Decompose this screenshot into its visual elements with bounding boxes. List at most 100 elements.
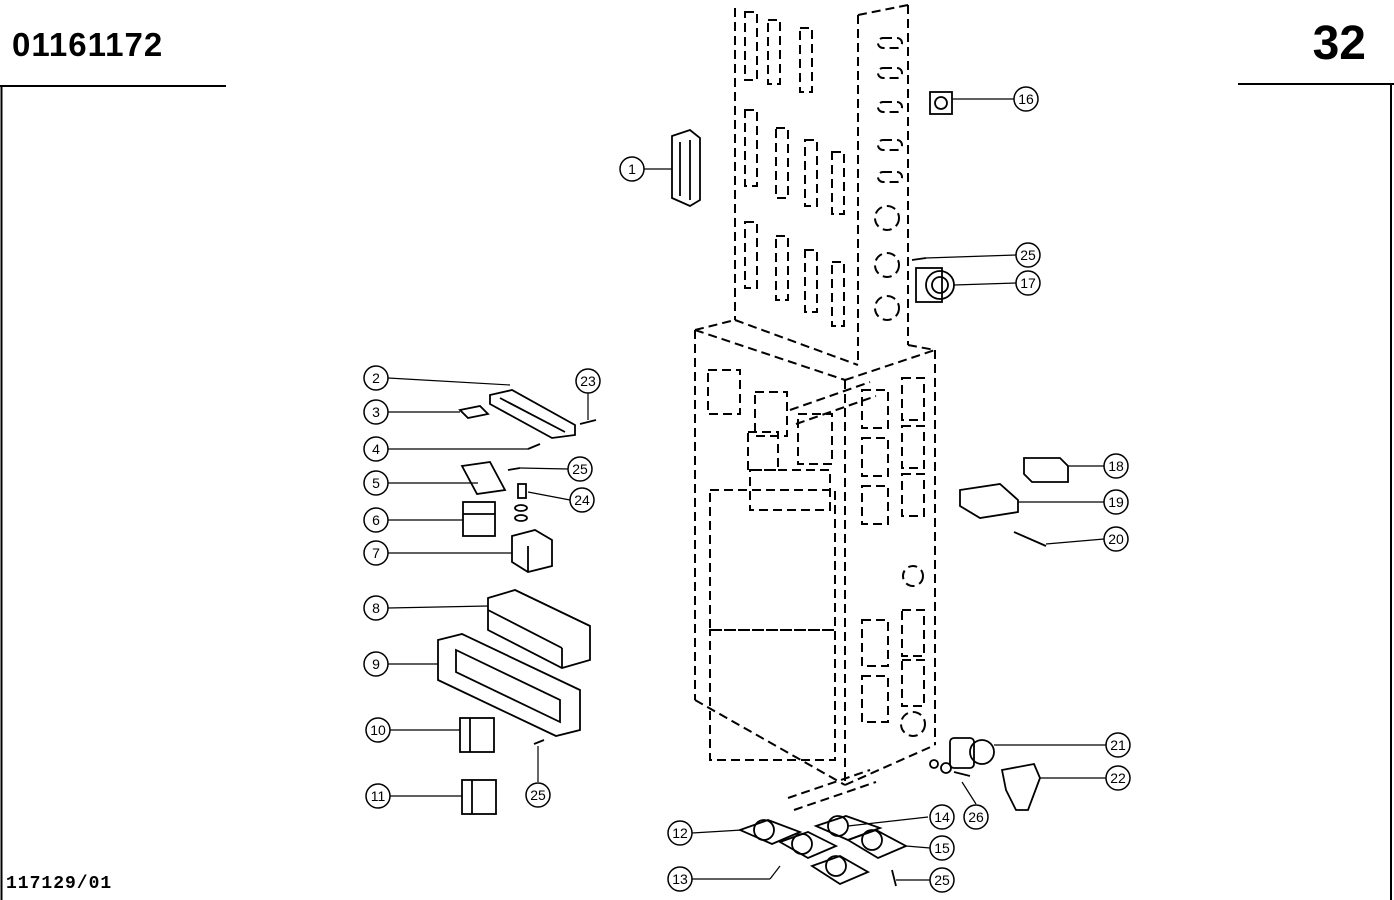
callout-circle (363, 470, 389, 496)
callout-c25b: 25 (525, 782, 551, 808)
callout-c12: 12 (667, 820, 693, 846)
callout-c24: 24 (569, 487, 595, 513)
part-22-boot (1000, 762, 1041, 811)
callout-label: 23 (580, 373, 596, 389)
callout-c6: 6 (363, 507, 389, 533)
callout-circle (365, 717, 391, 743)
callout-label: 12 (672, 825, 688, 841)
part-9-housing (437, 633, 581, 737)
callout-c13: 13 (667, 866, 693, 892)
callout-c3: 3 (363, 399, 389, 425)
part-17-circular-connector (915, 267, 955, 303)
part-8-terminal-block (487, 589, 591, 669)
callout-label: 18 (1108, 458, 1124, 474)
callout-c14: 14 (929, 804, 955, 830)
callout-label: 25 (530, 787, 546, 803)
callout-label: 13 (672, 871, 688, 887)
callout-circle (929, 804, 955, 830)
callout-circle (1013, 86, 1039, 112)
callout-label: 5 (372, 475, 380, 491)
callout-label: 10 (370, 722, 386, 738)
callout-label: 19 (1108, 494, 1124, 510)
callout-label: 16 (1018, 91, 1034, 107)
callout-c8: 8 (363, 595, 389, 621)
callout-c15: 15 (929, 835, 955, 861)
callout-circle (363, 540, 389, 566)
callout-circle (1015, 242, 1041, 268)
part-24-screw (514, 483, 528, 522)
callout-circle (1015, 270, 1041, 296)
part-23-pin (579, 419, 597, 425)
callout-label: 14 (934, 809, 950, 825)
callout-label: 7 (372, 545, 380, 561)
callout-c18: 18 (1103, 453, 1129, 479)
callout-label: 11 (371, 788, 386, 804)
callout-label: 22 (1110, 770, 1126, 786)
callout-c9: 9 (363, 651, 389, 677)
callout-c5: 5 (363, 470, 389, 496)
callout-circle (363, 595, 389, 621)
callout-circle (525, 782, 551, 808)
callout-circle (363, 507, 389, 533)
part-12-15-plates (737, 815, 909, 887)
callout-circle (1105, 732, 1131, 758)
callout-c4: 4 (363, 436, 389, 462)
part-26-hardware (929, 759, 971, 777)
callout-circle (667, 866, 693, 892)
callout-label: 25 (934, 872, 950, 888)
callout-label: 24 (574, 492, 590, 508)
cabinet-tower (694, 4, 936, 811)
part-21-connector (949, 737, 995, 769)
callout-label: 2 (372, 370, 380, 386)
part-6-relay-socket (462, 501, 496, 537)
part-4-pin (527, 443, 541, 450)
callout-label: 26 (968, 809, 984, 825)
callout-c25a: 25 (567, 456, 593, 482)
part-20-pins (1013, 531, 1047, 547)
part-7-relay (511, 529, 553, 573)
callout-label: 1 (628, 161, 636, 177)
callout-circle (1105, 765, 1131, 791)
callout-circle (363, 365, 389, 391)
callout-circle (363, 436, 389, 462)
callout-c19: 19 (1103, 489, 1129, 515)
callout-c25c: 25 (1015, 242, 1041, 268)
part-25-screw-a (507, 467, 521, 471)
part-25-screw-c (911, 257, 927, 261)
callout-c23: 23 (575, 368, 601, 394)
callout-circle (667, 820, 693, 846)
callout-label: 8 (372, 600, 380, 616)
callout-c1: 1 (619, 156, 645, 182)
callout-circle (929, 835, 955, 861)
callout-c25d: 25 (929, 867, 955, 893)
callout-c20: 20 (1103, 526, 1129, 552)
callout-label: 21 (1110, 737, 1126, 753)
callout-circle (1103, 489, 1129, 515)
callout-label: 17 (1020, 275, 1036, 291)
callout-circle (963, 804, 989, 830)
callout-circle (363, 399, 389, 425)
callout-circle (1103, 526, 1129, 552)
callout-circle (365, 783, 391, 809)
callout-circle (929, 867, 955, 893)
callout-circle (567, 456, 593, 482)
callout-c17: 17 (1015, 270, 1041, 296)
callout-label: 6 (372, 512, 380, 528)
leader-lines (387, 98, 1106, 881)
part-25-screw-b (533, 739, 545, 745)
part-2-strip (489, 389, 576, 439)
part-16-grommet (929, 91, 953, 115)
part-3-clip (458, 405, 490, 419)
callout-circle (363, 651, 389, 677)
callout-label: 9 (372, 656, 380, 672)
drawing-code: 117129/01 (6, 874, 113, 894)
document-number: 01161172 (12, 26, 164, 63)
part-11-insert (461, 779, 497, 815)
callout-c10: 10 (365, 717, 391, 743)
part-1-connector (671, 128, 701, 208)
callout-label: 25 (572, 461, 588, 477)
callout-label: 20 (1108, 531, 1124, 547)
callout-circle (619, 156, 645, 182)
